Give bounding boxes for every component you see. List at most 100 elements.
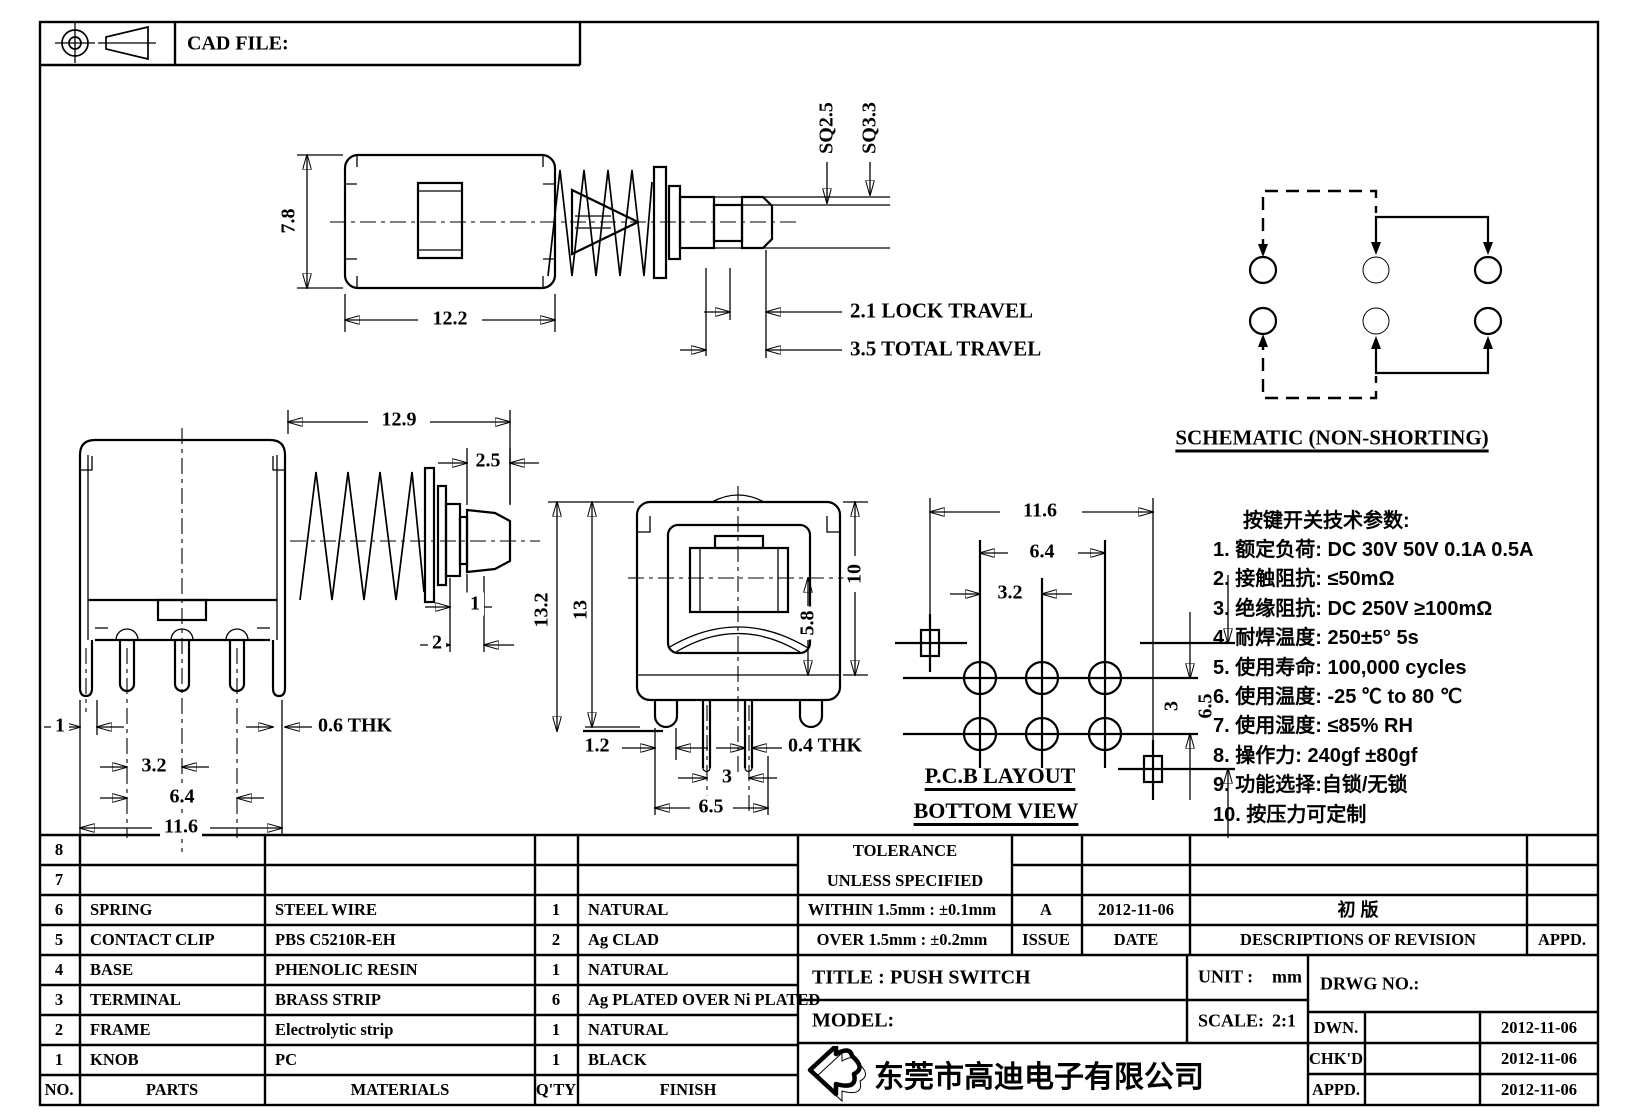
tolerance-line1: TOLERANCE [852,841,958,860]
part-material: PBS C5210R-EH [275,930,396,949]
dim-side-span: 6.4 [165,785,199,809]
pcb-layout-title: P.C.B LAYOUT [924,763,1076,788]
dim-side-step1: 1 [466,592,484,616]
header-no: NO. [44,1080,74,1099]
revision-desc-value: 初 版 [1337,900,1379,920]
row-no: 8 [54,840,64,859]
part-qty: 1 [551,960,561,979]
header-parts: PARTS [145,1080,199,1099]
cad-file-label: CAD FILE: [187,32,289,55]
pcb-bottom-view-title: BOTTOM VIEW [913,798,1079,823]
revision-desc-label: DESCRIPTIONS OF REVISION [1240,930,1476,949]
dwn-date: 2012-11-06 [1500,1018,1578,1037]
dim-front-leg: 1.2 [580,734,614,758]
row-no: 6 [54,900,64,919]
part-name: BASE [90,960,134,979]
row-no: 1 [54,1050,64,1069]
header-qty: Q'TY [535,1080,577,1099]
revision-issue-value: A [1040,900,1052,919]
parameter-item: 1. 额定负荷: DC 30V 50V 0.1A 0.5A [1213,539,1534,561]
chkd-label: CHK'D [1308,1049,1364,1068]
dim-sq33: SQ3.3 [858,102,881,154]
schematic-drawing [1248,189,1503,400]
revision-date-label: DATE [1113,930,1159,949]
part-material: STEEL WIRE [275,900,377,919]
dim-total-travel: 3.5 TOTAL TRAVEL [850,336,1042,361]
row-no: 7 [54,870,64,889]
part-finish: Ag CLAD [588,930,660,949]
top-view-drawing [297,153,890,358]
part-qty: 2 [551,930,561,949]
dim-sq25: SQ2.5 [815,102,838,154]
parameter-item: 7. 使用湿度: ≤85% RH [1213,715,1413,738]
row-no: 4 [54,960,64,979]
part-finish: Ag PLATED OVER Ni PLATED [588,990,821,1009]
part-material: PC [275,1050,297,1069]
unit-value: mm [1272,966,1302,987]
part-finish: NATURAL [588,960,669,979]
scale-value: 2:1 [1272,1010,1296,1031]
dim-side-step2: 2 [428,631,446,655]
dim-side-thk: 0.6 THK [318,714,393,737]
revision-issue-label: ISSUE [1022,930,1070,949]
dim-lock-travel: 2.1 LOCK TRAVEL [850,298,1034,323]
technical-parameters-list: 按键开关技术参数: 1. 额定负荷: DC 30V 50V 0.1A 0.5A … [1213,506,1613,830]
tolerance-over: OVER 1.5mm : ±0.2mm [816,930,988,949]
parameter-item: 10. 按压力可定制 [1213,803,1367,826]
part-name: CONTACT CLIP [90,930,215,949]
parameter-item: 4. 耐焊温度: 250±5° 5s [1213,627,1419,650]
part-name: TERMINAL [90,990,181,1009]
scale-label: SCALE: [1198,1010,1265,1031]
dim-front-overall: 13.2 [530,592,553,628]
tolerance-within: WITHIN 1.5mm : ±0.1mm [807,900,997,919]
appd-date: 2012-11-06 [1500,1080,1578,1099]
part-name: SPRING [90,900,153,919]
appd-label: APPD. [1311,1080,1361,1099]
dim-front-thk: 0.4 THK [788,734,863,757]
dim-pcb-vpitch: 3 [1160,697,1184,715]
third-angle-projection-icon [55,23,156,63]
front-view-drawing [548,486,868,815]
part-name: FRAME [90,1020,151,1039]
header-materials: MATERIALS [350,1080,450,1099]
dim-top-width: 12.2 [428,307,472,331]
dim-side-knob: 2.5 [471,449,505,473]
parameter-item: 8. 操作力: 240gf ±80gf [1213,744,1418,767]
dim-side-pin-offset: 1 [51,714,69,738]
parameter-item: 9. 功能选择:自锁/无锁 [1213,774,1408,797]
parameter-item: 2. 接触阻抗: ≤50mΩ [1213,568,1395,591]
company-name: 东莞市高迪电子有限公司 [874,1061,1204,1094]
part-qty: 1 [551,900,561,919]
pcb-layout-drawing [895,498,1235,838]
title-value: PUSH SWITCH [890,966,1031,989]
dim-side-body: 11.6 [160,815,202,839]
part-name: KNOB [90,1050,139,1069]
dim-pcb-outer: 11.6 [1019,499,1061,523]
title-label: TITLE : [812,966,885,989]
part-finish: NATURAL [588,900,669,919]
table-grid [40,833,1598,1105]
part-material: PHENOLIC RESIN [275,960,418,979]
dim-front-pitch: 3 [718,765,736,789]
part-qty: 1 [551,1050,561,1069]
company-logo-icon [807,1046,866,1102]
part-material: Electrolytic strip [275,1020,394,1039]
dim-front-inner: 13 [569,600,592,620]
revision-date-value: 2012-11-06 [1097,900,1175,919]
unit-label: UNIT : [1198,966,1254,987]
page-frame [38,20,1600,1107]
dim-front-half: 5.8 [796,606,820,640]
header-finish: FINISH [659,1080,717,1099]
part-qty: 1 [551,1020,561,1039]
model-label: MODEL: [812,1009,895,1032]
dim-top-height: 7.8 [277,208,300,234]
dim-front-body: 10 [843,560,867,588]
revision-appd-label: APPD. [1537,930,1587,949]
row-no: 3 [54,990,64,1009]
dim-front-span: 6.5 [694,795,728,819]
parameter-item: 5. 使用寿命: 100,000 cycles [1213,656,1467,679]
side-view-drawing [44,410,540,852]
dim-side-overall: 12.9 [377,408,421,432]
